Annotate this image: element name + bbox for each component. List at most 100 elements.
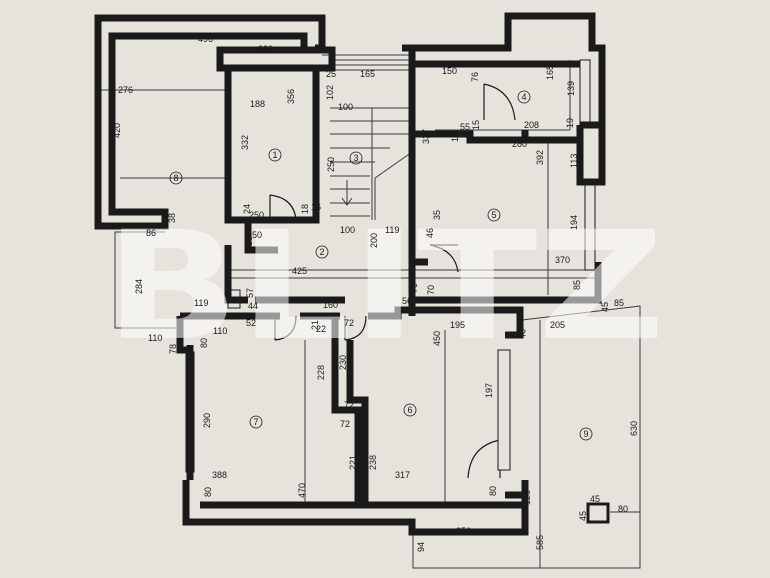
dimension-label: 188 xyxy=(250,99,265,109)
dimension-label: 420 xyxy=(112,123,122,138)
room-label-8: 8 xyxy=(173,173,178,183)
dimension-label: 450 xyxy=(432,331,442,346)
watermark: BLITZ xyxy=(105,200,665,374)
room-label-1: 1 xyxy=(272,150,277,160)
dimension-label: 290 xyxy=(202,413,212,428)
dimension-label: 45 xyxy=(578,511,588,521)
dimension-label: 110 xyxy=(213,326,227,336)
room-label-5: 5 xyxy=(491,210,496,220)
dimension-label: 72 xyxy=(344,318,354,328)
dimension-label: 15 xyxy=(471,120,481,130)
dimension-label: 392 xyxy=(535,150,545,165)
dimension-label: 165 xyxy=(545,65,555,80)
dimension-label: 25 xyxy=(326,69,336,79)
dimension-label: 102 xyxy=(325,85,335,100)
dimension-label: 21 xyxy=(310,320,320,330)
dimension-label: 470 xyxy=(297,483,307,498)
dimension-label: 370 xyxy=(555,255,570,265)
dimension-label: 38 xyxy=(167,213,177,223)
dimension-label: 94 xyxy=(416,542,426,552)
dimension-label: 280 xyxy=(512,139,527,149)
dimension-label: 585 xyxy=(535,535,545,550)
dimension-label: 50 xyxy=(252,230,262,240)
dimension-label: 195 xyxy=(450,320,465,330)
dimension-label: 356 xyxy=(286,89,296,104)
dimension-label: 208 xyxy=(524,120,539,130)
dimension-label: 113 xyxy=(569,154,579,168)
room-label-3: 3 xyxy=(353,153,358,163)
dimension-label: 119 xyxy=(385,225,399,235)
dimension-label: 70 xyxy=(426,285,436,295)
dimension-label: 160 xyxy=(323,300,338,310)
room-label-7: 7 xyxy=(253,417,258,427)
dimension-label: 228 xyxy=(316,365,326,380)
dimension-label: 496 xyxy=(198,34,213,44)
dimension-label: 15 xyxy=(450,132,460,142)
dimension-label: 425 xyxy=(292,266,307,276)
dimension-label: 220 xyxy=(258,44,273,54)
dimension-label: 72 xyxy=(516,328,526,338)
dimension-label: 119 xyxy=(194,298,208,308)
dimension-label: 139 xyxy=(566,81,576,96)
dimension-label: 44 xyxy=(248,301,258,311)
staircase xyxy=(322,54,416,220)
dimension-label: 250 xyxy=(249,210,264,220)
dimension-label: 55 xyxy=(460,122,470,132)
dimension-label: 100 xyxy=(340,225,355,235)
dimension-label: 19 xyxy=(565,118,575,128)
dimension-label: 80 xyxy=(488,486,498,496)
dimension-label: 194 xyxy=(569,215,579,230)
dimension-label: 85 xyxy=(614,298,624,308)
dimension-label: 197 xyxy=(484,383,494,398)
dimension-label: 22 xyxy=(316,324,326,334)
dimension-label: 165 xyxy=(360,69,375,79)
room-label-9: 9 xyxy=(583,429,588,439)
room-labels: 1 2 3 4 5 6 7 8 9 xyxy=(169,90,593,441)
dimension-label: 45 xyxy=(600,302,610,312)
room-label-4: 4 xyxy=(521,92,526,102)
thin-lines xyxy=(100,60,641,569)
dimension-label: 126 xyxy=(522,490,532,505)
dimension-label: 250 xyxy=(456,526,471,536)
dimension-label: 78 xyxy=(168,344,178,354)
dimension-label: 85 xyxy=(572,280,582,290)
dimension-label: 86 xyxy=(146,228,156,238)
dimension-label: 72 xyxy=(344,400,354,410)
dimension-label: 24 xyxy=(242,204,252,214)
dimension-label: 284 xyxy=(134,279,144,294)
dimension-label: 200 xyxy=(369,233,379,248)
dimension-label: 221 xyxy=(348,455,358,470)
room-label-2: 2 xyxy=(319,247,324,257)
room-label-6: 6 xyxy=(407,405,412,415)
dimension-label: 50 xyxy=(244,236,254,246)
dimension-label: 35 xyxy=(432,210,442,220)
dimension-label: 388 xyxy=(212,470,227,480)
dimension-label: 18 xyxy=(300,204,310,214)
dimension-label: 332 xyxy=(240,135,250,150)
dimension-label: 150 xyxy=(442,66,457,76)
dimension-label: 57 xyxy=(245,288,255,298)
dimension-labels: 496 220 276 420 188 356 332 38 86 24 250… xyxy=(112,34,639,552)
dimension-label: 52 xyxy=(246,318,256,328)
dimension-label: 276 xyxy=(118,85,133,95)
dimension-label: 80 xyxy=(203,487,213,497)
dimension-label: 72 xyxy=(340,419,350,429)
dimension-label: 630 xyxy=(629,421,639,436)
dimension-label: 76 xyxy=(470,72,480,82)
walls[interactable] xyxy=(94,12,610,536)
dimension-label: 56 xyxy=(402,296,412,306)
dimension-label: 80 xyxy=(618,504,628,514)
dimension-label: 337 xyxy=(421,129,431,144)
dimension-label: 250 xyxy=(326,157,336,172)
dimension-label: 110 xyxy=(148,333,162,343)
dimension-label: 230 xyxy=(338,355,348,370)
dimension-label: 16 xyxy=(311,202,321,212)
dimension-label: 238 xyxy=(368,455,378,470)
dimension-label: 70 xyxy=(409,283,419,293)
dimension-label: 45 xyxy=(590,494,600,504)
dimension-label: 80 xyxy=(199,338,209,348)
door-swings xyxy=(269,83,516,479)
dimension-label: 317 xyxy=(395,470,410,480)
